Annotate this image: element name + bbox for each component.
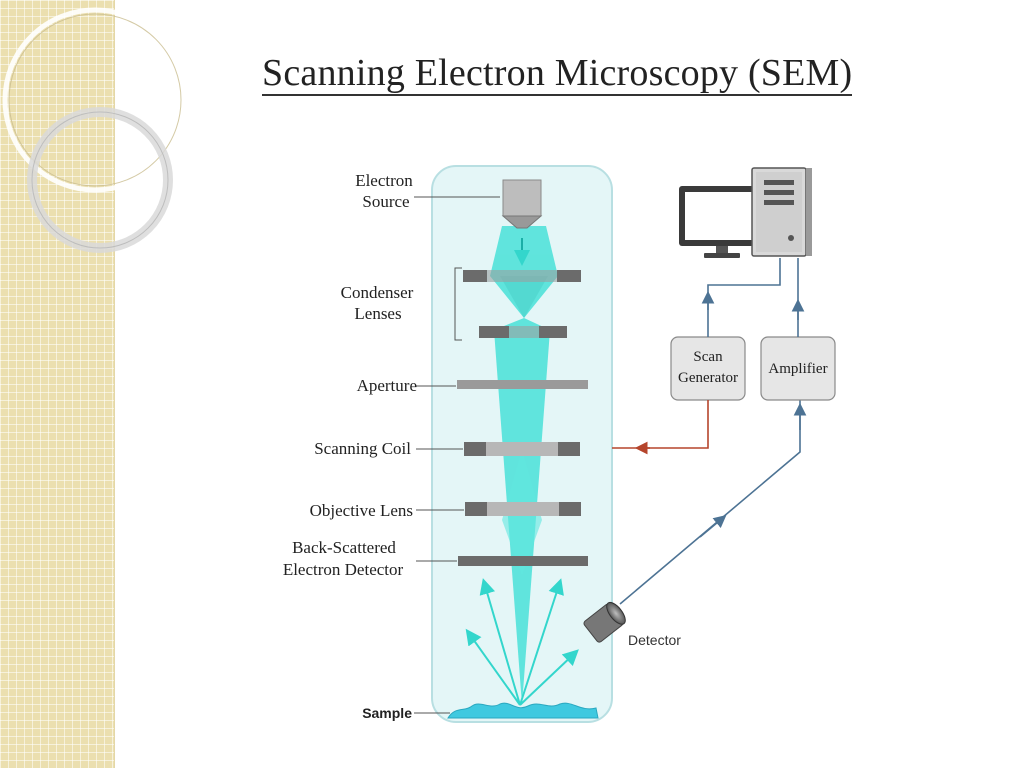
label-scanning-coil: Scanning Coil (314, 439, 411, 458)
label-objective-lens: Objective Lens (310, 501, 413, 520)
scan-generator-box (670, 336, 746, 401)
page-title: Scanning Electron Microscopy (SEM) (262, 52, 853, 96)
label-bse-2: Electron Detector (283, 560, 404, 579)
label-bse-1: Back-Scattered (292, 538, 396, 557)
label-sample: Sample (362, 705, 412, 721)
computer-monitor-icon (679, 186, 765, 258)
label-electron-source-1: Electron (355, 171, 413, 190)
computer-tower-icon (751, 167, 812, 257)
condenser-lens-2 (479, 326, 567, 338)
leader-lines (414, 196, 500, 714)
decorative-rings (2, 7, 188, 253)
objective-lens-plate (465, 502, 581, 516)
label-scan-generator-2: Generator (678, 370, 738, 386)
back-scattered-detector-plate (458, 556, 588, 566)
label-electron-source-2: Source (362, 192, 409, 211)
label-scan-generator-1: Scan (693, 349, 723, 365)
electron-source-icon (501, 179, 543, 229)
sample-surface (447, 702, 599, 719)
scan-control-line (612, 400, 709, 449)
scattered-electrons (465, 578, 579, 706)
scan-to-computer-line (707, 258, 781, 337)
detector-signal-line (619, 400, 801, 605)
label-amplifier: Amplifier (768, 361, 827, 377)
label-condenser-1: Condenser (341, 283, 414, 302)
aperture-plate (457, 380, 588, 389)
label-detector: Detector (628, 632, 681, 648)
label-aperture: Aperture (357, 376, 417, 395)
condenser-lens-1 (463, 270, 581, 282)
scanning-coil-plate (464, 442, 580, 456)
label-condenser-2: Lenses (354, 304, 401, 323)
detector-icon (583, 601, 626, 643)
